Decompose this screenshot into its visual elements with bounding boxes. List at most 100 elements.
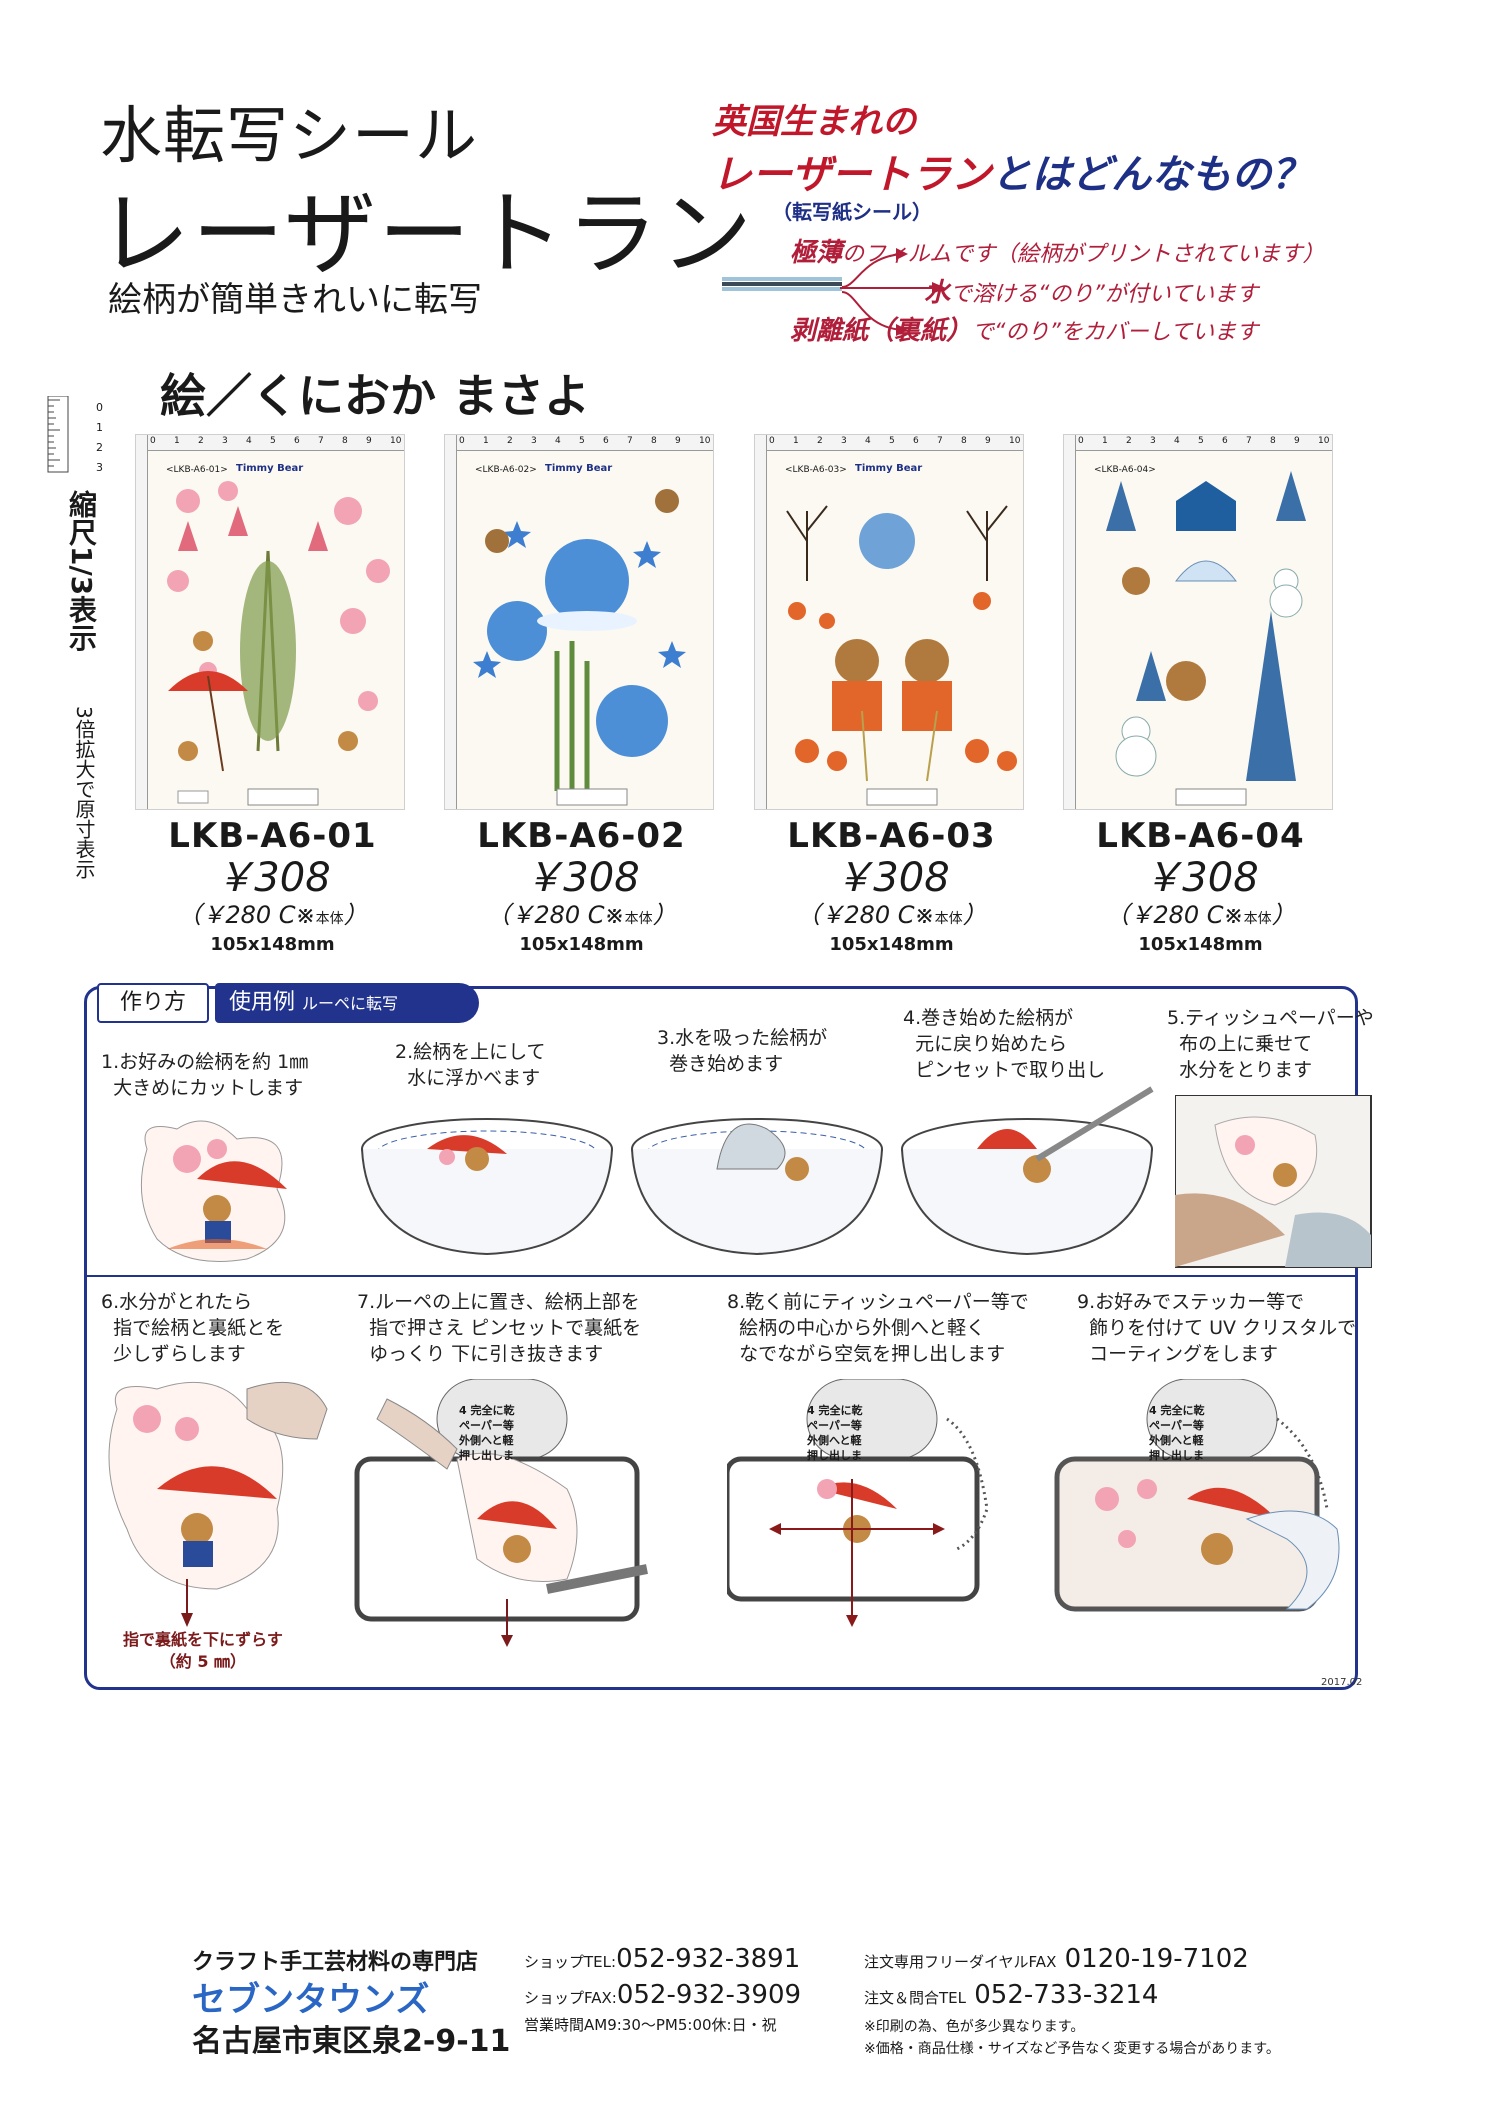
- what-product-name: レーザートラン: [712, 152, 992, 198]
- product-price-detail: （￥280 C※本体）: [1105, 901, 1296, 929]
- ruler-number: 5: [889, 436, 895, 446]
- autumn-persimmon-artwork: [786, 505, 1017, 806]
- ruler-number: 6: [603, 436, 609, 446]
- ruler-number: 4: [865, 436, 871, 446]
- sheet-ruler-side: [755, 435, 767, 809]
- product-price-detail: （￥280 C※本体）: [177, 901, 368, 929]
- what-line-3: （転写紙シール）: [772, 200, 932, 224]
- sheet-label: <LKB-A6-03>: [785, 465, 847, 475]
- product-size: 105x148mm: [519, 934, 644, 955]
- slide-note: 指で裏紙を下にずらす （約 5 ㎜）: [123, 1630, 283, 1671]
- instructions-panel: 作り方 使用例 ルーペに転写 1.お好みの絵柄を約 1㎜ 大きめにカットします …: [84, 983, 1374, 1690]
- inquiry-tel: 注文＆問合TEL 052-733-3214: [864, 1980, 1159, 2010]
- product-size: 105x148mm: [210, 934, 335, 955]
- scale-ruler: [47, 396, 69, 473]
- step-4-tweezers-illustration: [901, 1086, 1154, 1256]
- ruler-number: 8: [651, 436, 657, 446]
- ruler-number: 9: [366, 436, 372, 446]
- ruler-number: 0: [769, 436, 775, 446]
- ruler-number: 6: [913, 436, 919, 446]
- sakura-umbrella-artwork: [167, 481, 390, 806]
- step-5-tissue-photo: [1175, 1095, 1372, 1268]
- title-line-2: レーザートラン: [98, 181, 755, 288]
- layer-2-text: 水で溶ける“のり”が付いています: [924, 278, 1259, 308]
- ruler-number: 8: [1270, 436, 1276, 446]
- ruler-number: 10: [1318, 436, 1330, 446]
- ruler-number: 8: [342, 436, 348, 446]
- tab-usage-example[interactable]: 使用例 ルーペに転写: [215, 983, 479, 1023]
- ruler-number: 2: [817, 436, 823, 446]
- product-price-detail: （￥280 C※本体）: [486, 901, 677, 929]
- artist-credit: 絵／くにおか まさよ: [160, 369, 591, 423]
- ruler-number: 3: [841, 436, 847, 446]
- ruler-number: 5: [270, 436, 276, 446]
- sheet-label: <LKB-A6-02>: [475, 465, 537, 475]
- ruler-number: 9: [675, 436, 681, 446]
- what-question: とはどんなもの？: [991, 152, 1312, 198]
- ruler-number: 2: [507, 436, 513, 446]
- loupe-text-9: 4 完全に乾 ペーパー等 外側へと軽 押し出しま: [1149, 1404, 1205, 1462]
- sheet-brand: Timmy Bear: [236, 463, 304, 474]
- ruler-number: 10: [390, 436, 402, 446]
- ruler-number: 3: [531, 436, 537, 446]
- ruler-number: 6: [1222, 436, 1228, 446]
- sheet-brand: Timmy Bear: [855, 463, 923, 474]
- sheet-ruler-side: [136, 435, 148, 809]
- shop-tel: ショップTEL:052-932-3891: [524, 1944, 801, 1974]
- product-price-detail: （￥280 C※本体）: [796, 901, 987, 929]
- ruler-number: 1: [1102, 436, 1108, 446]
- title-line-1: 水転写シール: [100, 99, 479, 172]
- sheet-ruler-side: [445, 435, 457, 809]
- shop-type: クラフト手工芸材料の専門店: [192, 1950, 479, 1975]
- film-layers-illustration: [722, 277, 842, 291]
- shop-name: セブンタウンズ: [192, 1980, 430, 2020]
- ruler-number: 2: [1126, 436, 1132, 446]
- product-code: LKB-A6-02: [477, 816, 686, 856]
- ruler-number: 10: [1009, 436, 1021, 446]
- product-price: ￥308: [833, 855, 950, 901]
- product-price: ￥308: [523, 855, 640, 901]
- ruler-number: 9: [1294, 436, 1300, 446]
- row-divider: [87, 1275, 1355, 1277]
- free-fax: 注文専用フリーダイヤルFAX 0120-19-7102: [864, 1944, 1249, 1974]
- ruler-number: 1: [174, 436, 180, 446]
- ruler-number: 5: [1198, 436, 1204, 446]
- step-6-text: 6.水分がとれたら 指で絵柄と裏紙とを 少しずらします: [101, 1291, 285, 1365]
- product-code: LKB-A6-03: [787, 816, 996, 856]
- product-size: 105x148mm: [829, 934, 954, 955]
- scale-note: 3倍拡大で原寸表示: [72, 706, 96, 879]
- ruler-number: 7: [318, 436, 324, 446]
- step-3-bowl-illustration: [631, 1118, 883, 1256]
- step-7-text: 7.ルーペの上に置き、絵柄上部を 指で押さえ ピンセットで裏紙を ゆっくり 下に…: [357, 1291, 642, 1365]
- product-code: LKB-A6-04: [1096, 816, 1305, 856]
- step-1-text: 1.お好みの絵柄を約 1㎜ 大きめにカットします: [101, 1051, 309, 1099]
- shop-address: 名古屋市東区泉2-9-11: [192, 2024, 511, 2059]
- ruler-number: 9: [985, 436, 991, 446]
- ruler-number: 8: [961, 436, 967, 446]
- shop-hours: 営業時間AM9:30～PM5:00休:日・祝: [524, 2016, 777, 2034]
- ruler-number: 2: [198, 436, 204, 446]
- ruler-number: 0: [150, 436, 156, 446]
- step-1-cut-sticker-illustration: [140, 1120, 287, 1262]
- step-8-text: 8.乾く前にティッシュペーパー等で 絵柄の中心から外側へと軽く なでながら空気を…: [727, 1291, 1029, 1365]
- ruler-number: 0: [459, 436, 465, 446]
- ruler-number: 4: [1174, 436, 1180, 446]
- step-9-finished-loupe-illustration: [1054, 1379, 1340, 1612]
- tab-how-to-make[interactable]: 作り方: [97, 983, 209, 1023]
- what-is-panel: 英国生まれの レーザートランとはどんなもの？ （転写紙シール） 極薄のフィルムで…: [712, 82, 1402, 352]
- sheet-brand: Timmy Bear: [545, 463, 613, 474]
- ruler-number: 1: [793, 436, 799, 446]
- step-2-bowl-illustration: [361, 1118, 613, 1256]
- product-code: LKB-A6-01: [168, 816, 377, 856]
- what-line-1: 英国生まれの: [712, 102, 916, 142]
